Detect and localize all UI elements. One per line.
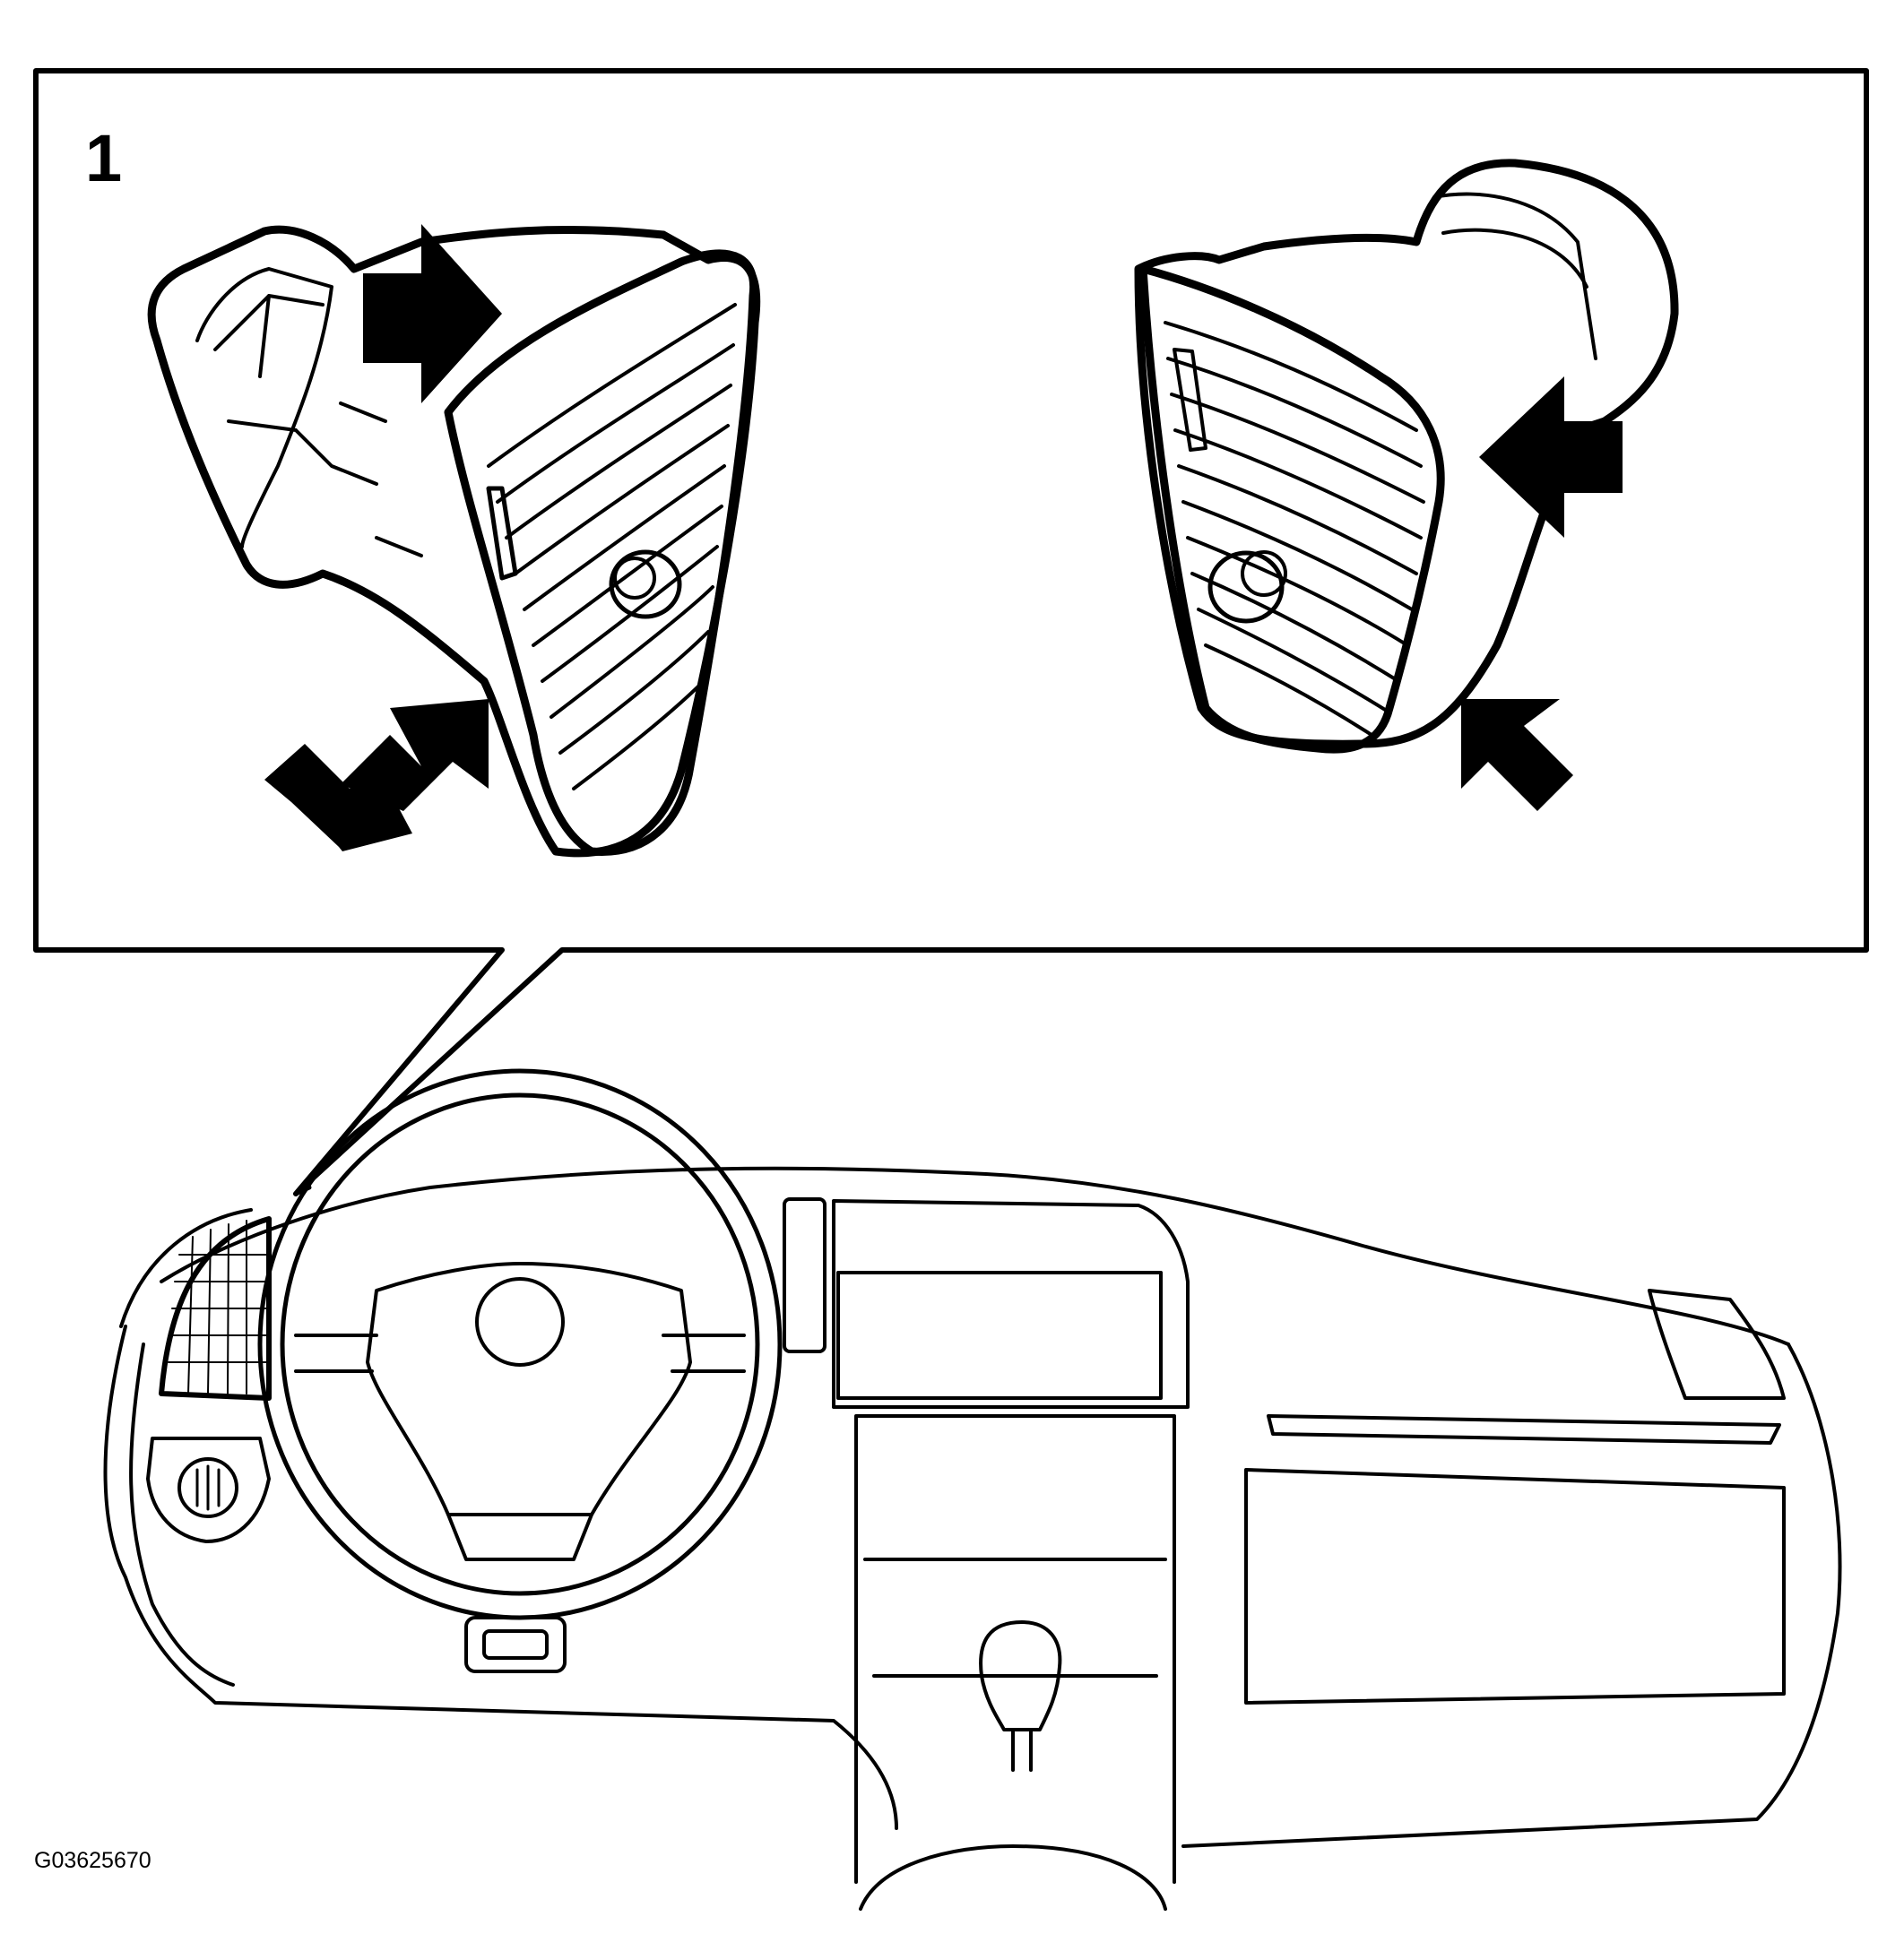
left-vent-adjuster-knob (609, 549, 682, 619)
right-vent-louvers (1164, 321, 1425, 737)
left-vent-louvers (487, 303, 737, 790)
figure-code: G03625670 (34, 1848, 151, 1873)
gear-knob (979, 1620, 1062, 1772)
left-air-vent (147, 225, 761, 858)
steering-wheel (257, 1068, 783, 1620)
arrow-icon (1479, 376, 1623, 538)
headlight-switch (146, 1437, 271, 1543)
detail-callout-frame (33, 68, 1869, 1196)
arrow-icon (363, 224, 502, 403)
dashboard (103, 1166, 1842, 1911)
callout-number: 1 (85, 121, 123, 195)
arrow-icon (1461, 699, 1573, 811)
arrow-icon (264, 699, 489, 851)
right-vent-adjuster-knob (1207, 550, 1287, 624)
driver-side-vent-grid (168, 1220, 270, 1394)
